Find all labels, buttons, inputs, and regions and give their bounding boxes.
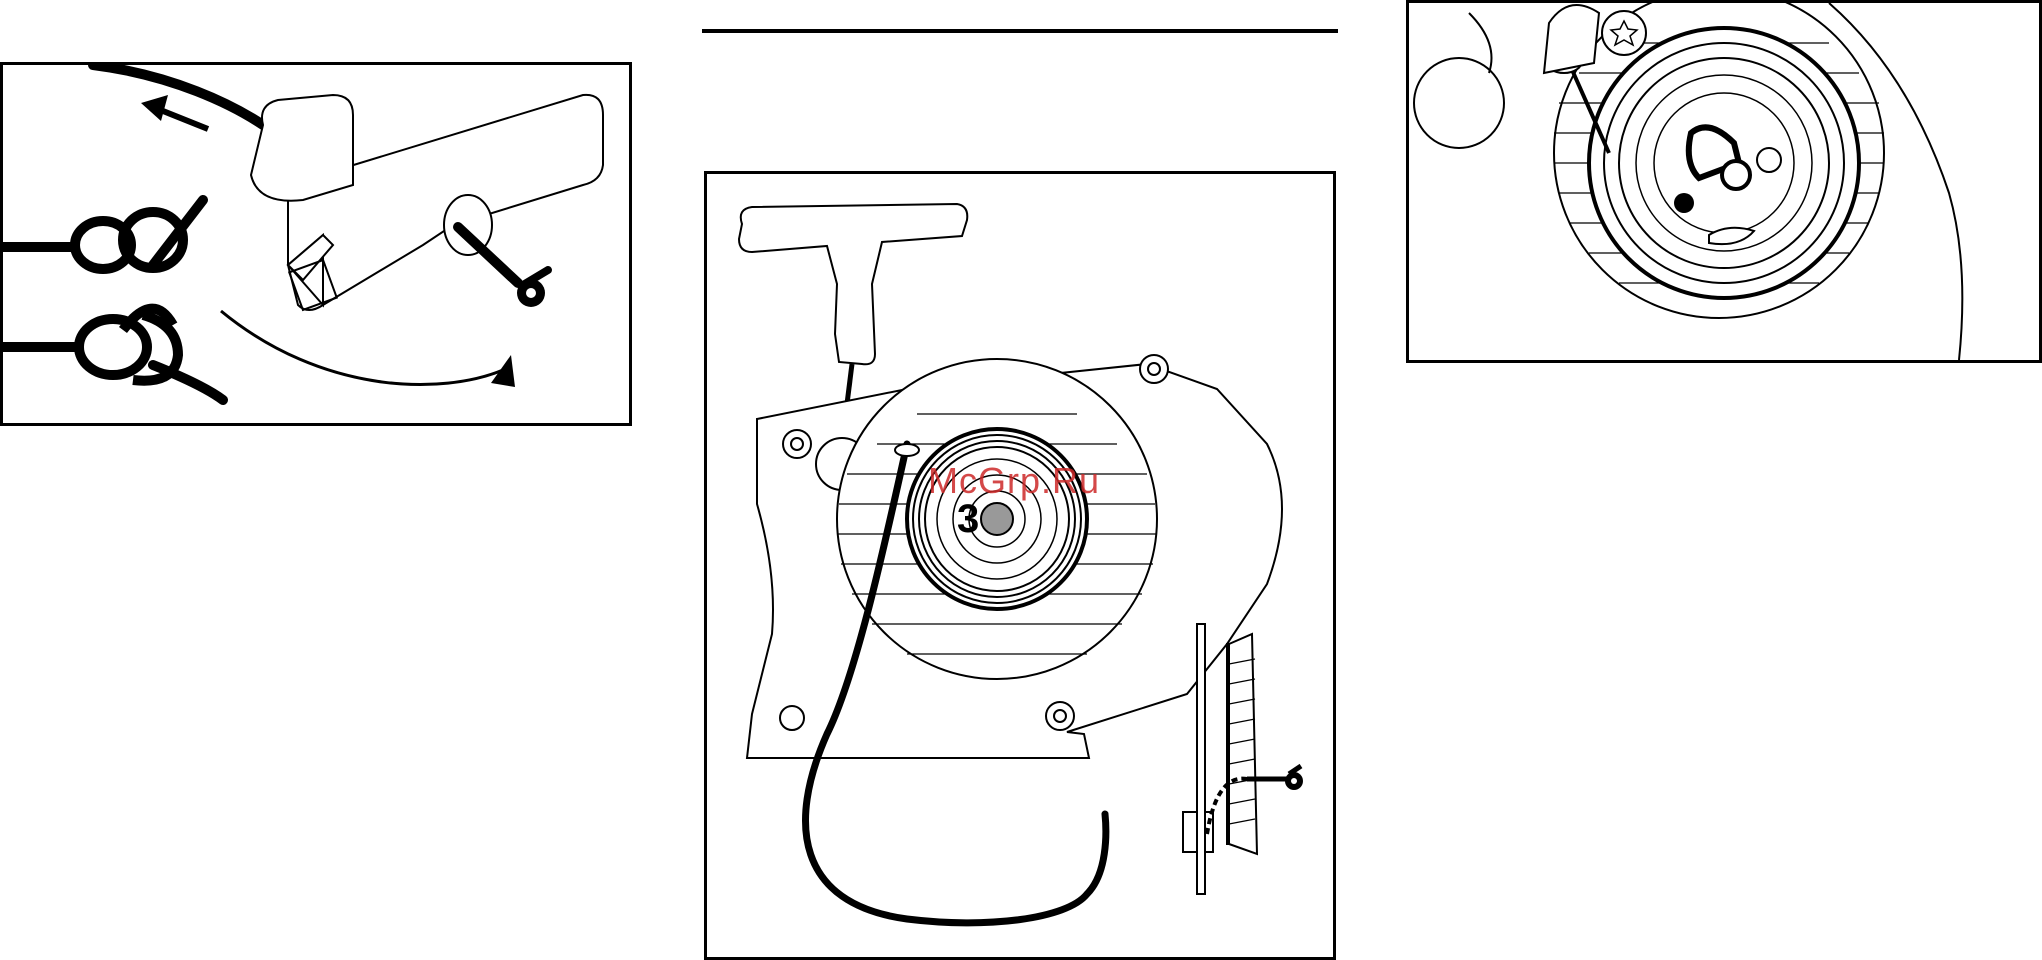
pulley-knot-icon	[1285, 766, 1303, 790]
spring-closeup-panel	[1406, 0, 2042, 363]
starter-assembly-panel: 3	[704, 171, 1336, 960]
rope-segment-upper	[847, 364, 852, 404]
rope-pulley	[1183, 624, 1287, 894]
rope-guide-hole	[895, 444, 919, 456]
insertion-arrow-curve	[221, 311, 503, 385]
handle-knot-drawing	[3, 65, 629, 423]
starter-handle	[251, 95, 603, 310]
torx-screw-icon	[1602, 11, 1646, 55]
starter-assembly-drawing: 3	[707, 174, 1333, 957]
figure-eight-knot-icon	[3, 200, 203, 269]
assembly-starter-handle	[739, 204, 967, 364]
small-knot-icon	[517, 270, 548, 307]
knot-illustration-panel	[0, 62, 632, 426]
rewind-spring	[907, 429, 1087, 609]
spring-closeup-drawing	[1409, 3, 2039, 360]
watermark-text: McGrp.Ru	[928, 460, 1100, 502]
callout-number: 3	[957, 497, 979, 541]
insertion-arrow-icon	[491, 355, 515, 387]
overhand-knot-icon	[3, 309, 223, 400]
pull-arrow-icon	[141, 95, 168, 121]
top-divider-rule	[702, 29, 1338, 33]
pull-arrow-shaft	[158, 109, 208, 129]
